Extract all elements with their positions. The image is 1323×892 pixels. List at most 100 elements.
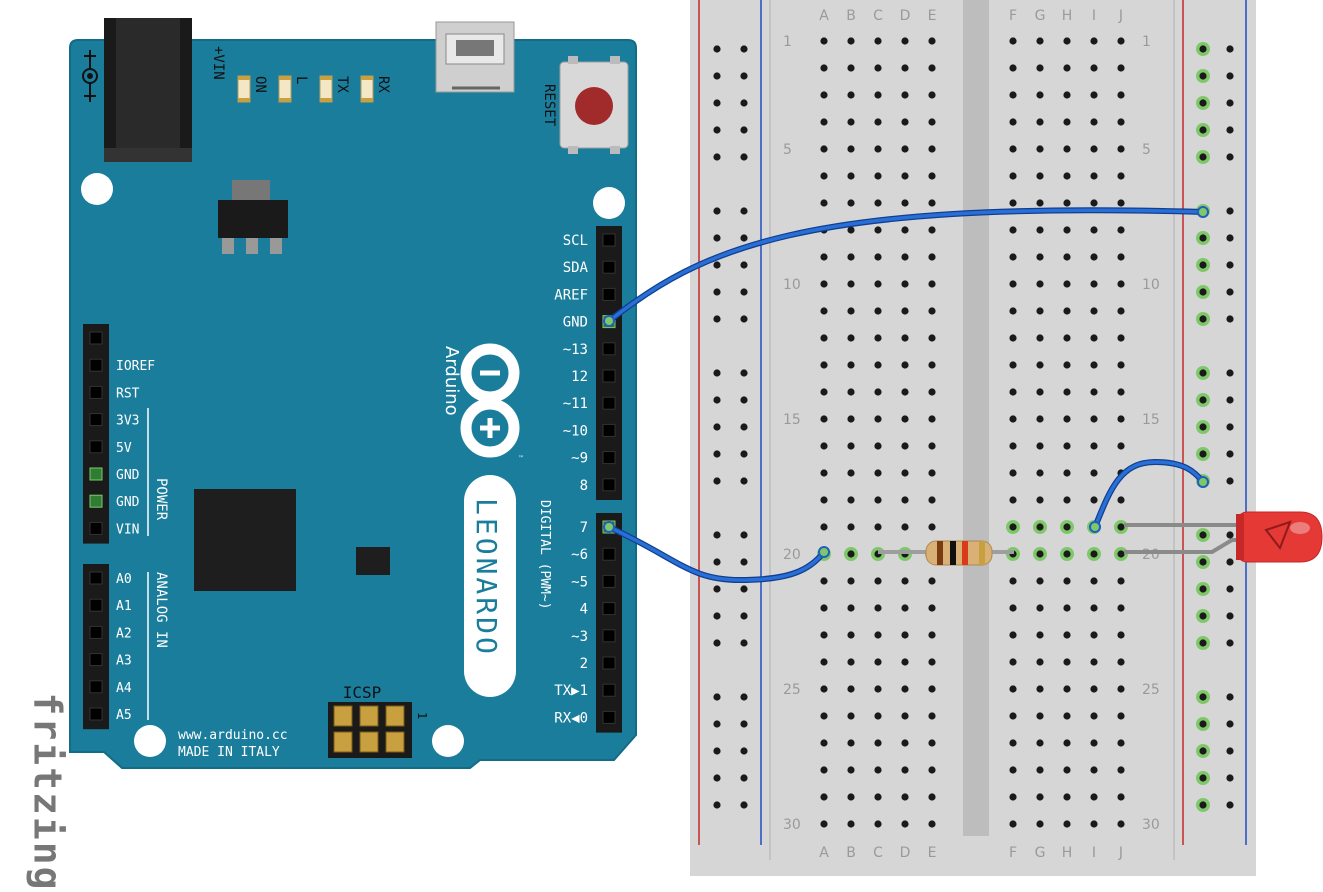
hole bbox=[874, 496, 882, 504]
hole bbox=[1036, 820, 1044, 828]
hole bbox=[1117, 226, 1125, 234]
pin-label: A2 bbox=[116, 626, 132, 641]
hole bbox=[820, 739, 828, 747]
header-pin bbox=[602, 710, 616, 724]
hole bbox=[1199, 288, 1207, 296]
hole bbox=[820, 631, 828, 639]
hole bbox=[847, 469, 855, 477]
hole bbox=[1117, 64, 1125, 72]
hole bbox=[847, 442, 855, 450]
hole bbox=[1117, 442, 1125, 450]
icsp-pin bbox=[359, 731, 379, 753]
hole bbox=[874, 199, 882, 207]
hole bbox=[740, 450, 748, 458]
hole bbox=[874, 631, 882, 639]
column-letter: D bbox=[900, 8, 911, 24]
hole bbox=[1226, 99, 1234, 107]
hole bbox=[874, 658, 882, 666]
hole bbox=[740, 45, 748, 53]
hole bbox=[1226, 72, 1234, 80]
hole bbox=[1199, 612, 1207, 620]
hole bbox=[820, 199, 828, 207]
hole bbox=[820, 604, 828, 612]
header-pin bbox=[602, 342, 616, 356]
hole bbox=[1009, 631, 1017, 639]
fritzing-watermark: fritzing bbox=[25, 692, 70, 892]
hole bbox=[901, 685, 909, 693]
header-pin bbox=[89, 653, 103, 667]
model-badge bbox=[464, 475, 516, 697]
hole bbox=[1199, 531, 1207, 539]
hole bbox=[928, 415, 936, 423]
hole bbox=[1226, 531, 1234, 539]
hole bbox=[928, 712, 936, 720]
usb-connector bbox=[435, 21, 515, 93]
hole bbox=[901, 442, 909, 450]
hole bbox=[847, 496, 855, 504]
hole bbox=[713, 774, 721, 782]
hole bbox=[1036, 64, 1044, 72]
hole bbox=[1036, 658, 1044, 666]
hole bbox=[713, 612, 721, 620]
hole bbox=[1063, 658, 1071, 666]
wire-end bbox=[1089, 521, 1101, 533]
pin-label: VIN bbox=[116, 522, 139, 537]
hole bbox=[1009, 739, 1017, 747]
hole bbox=[1117, 118, 1125, 126]
hole bbox=[1063, 388, 1071, 396]
hole bbox=[1199, 234, 1207, 242]
header-pin bbox=[89, 571, 103, 585]
hole bbox=[713, 531, 721, 539]
hole bbox=[1226, 396, 1234, 404]
hole bbox=[740, 288, 748, 296]
hole bbox=[820, 388, 828, 396]
hole bbox=[713, 423, 721, 431]
brand-label: Arduino bbox=[441, 346, 462, 416]
breadboard-holes bbox=[713, 37, 1234, 828]
hole bbox=[928, 172, 936, 180]
row-number: 20 bbox=[783, 547, 801, 563]
hole bbox=[928, 64, 936, 72]
hole bbox=[713, 720, 721, 728]
hole bbox=[820, 577, 828, 585]
hole bbox=[901, 658, 909, 666]
hole bbox=[847, 307, 855, 315]
hole bbox=[1009, 496, 1017, 504]
hole bbox=[901, 469, 909, 477]
header-pin bbox=[89, 358, 103, 372]
pin-label: A1 bbox=[116, 599, 132, 614]
hole bbox=[901, 604, 909, 612]
hole bbox=[1009, 91, 1017, 99]
hole bbox=[1009, 280, 1017, 288]
hole bbox=[1036, 199, 1044, 207]
header-pin bbox=[602, 547, 616, 561]
hole bbox=[1036, 307, 1044, 315]
hole bbox=[1090, 712, 1098, 720]
hole bbox=[874, 64, 882, 72]
icsp-pin bbox=[385, 705, 405, 727]
hole bbox=[1063, 793, 1071, 801]
hole bbox=[1199, 693, 1207, 701]
hole bbox=[1036, 226, 1044, 234]
hole bbox=[874, 469, 882, 477]
hole bbox=[740, 72, 748, 80]
hole bbox=[1063, 334, 1071, 342]
hole bbox=[820, 469, 828, 477]
hole bbox=[928, 226, 936, 234]
column-letter: C bbox=[873, 8, 883, 24]
column-letter: I bbox=[1092, 8, 1096, 24]
hole bbox=[713, 477, 721, 485]
reset-button[interactable] bbox=[559, 56, 629, 154]
hole bbox=[1199, 585, 1207, 593]
hole bbox=[1036, 37, 1044, 45]
header-pin bbox=[602, 478, 616, 492]
hole bbox=[1090, 415, 1098, 423]
column-letter: E bbox=[928, 845, 937, 861]
hole bbox=[1036, 496, 1044, 504]
hole bbox=[1063, 145, 1071, 153]
hole bbox=[901, 145, 909, 153]
hole bbox=[928, 361, 936, 369]
hole bbox=[928, 280, 936, 288]
hole bbox=[901, 631, 909, 639]
